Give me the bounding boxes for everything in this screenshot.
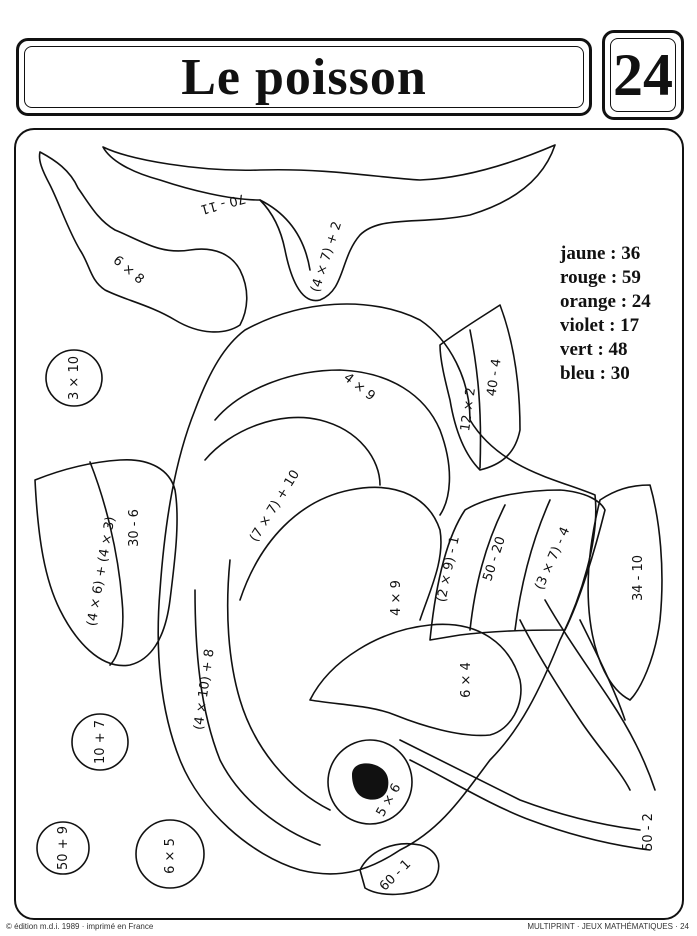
label-bubble-4: 6 × 5 [163,838,178,874]
cheek-region [309,623,522,737]
page-number-box: 24 [602,30,684,120]
footer-left: © édition m.d.i. 1989 · imprimé en Franc… [6,922,154,931]
tail-top-region [102,144,556,302]
label-tail-top: 70 - 11 [199,190,247,216]
page-title: Le poisson [181,48,427,106]
label-dorsal-a: 12 × 2 [458,387,479,433]
pupil [352,763,389,800]
page-number-box-inner: 24 [610,38,676,112]
label-bubble-1: 3 × 10 [67,356,82,400]
stripe-region [429,489,606,641]
weed-right-region [587,484,663,701]
label-fin-left-b: 30 - 6 [127,509,142,547]
tail-fin-region [38,151,248,333]
legend-row-vert: vert : 48 [560,339,628,360]
label-bubble-3: 50 + 9 [56,826,71,870]
label-bubble-2: 10 + 7 [93,720,108,764]
label-fin-left-a: (4 × 6) + (4 × 3) [85,516,119,628]
label-stripe-c: (3 × 7) - 4 [532,525,573,592]
fish-body-region [157,303,597,875]
bubble-3 [36,821,90,875]
dorsal-fin-region [439,304,521,471]
label-belly-band: (4 × 10) + 8 [191,648,217,731]
eye-region [327,739,413,825]
label-tail-fin: 6 × 8 [110,253,147,287]
label-body-upper: (7 × 7) + 10 [247,468,303,545]
label-tail-stem: (4 × 7) + 2 [308,220,345,294]
fin-left-region [34,459,178,667]
mouth-region [359,843,440,896]
label-seaweed-tip: 50 - 2 [641,813,656,851]
footer-right: MULTIPRINT · JEUX MATHÉMATIQUES · 24 [527,922,689,931]
legend-row-jaune: jaune : 36 [560,243,641,264]
label-dorsal-b: 40 - 4 [484,358,504,398]
label-cheek: 6 × 4 [459,662,474,698]
color-legend: jaune : 36 rouge : 59 orange : 24 violet… [560,242,651,386]
bubble-4 [135,819,205,889]
title-banner-inner: Le poisson [24,46,584,108]
bubble-1 [45,349,103,407]
label-stripe-a: (2 × 9) - 1 [434,535,463,604]
title-banner: Le poisson [16,38,592,116]
label-weed-right: 34 - 10 [631,555,646,601]
legend-row-orange: orange : 24 [560,291,651,312]
label-mouth: 60 - 1 [377,857,414,894]
page-number: 24 [613,41,673,108]
legend-row-violet: violet : 17 [560,315,640,336]
drawing-frame [14,128,684,920]
bubble-2 [71,713,129,771]
label-body-center: 4 × 9 [389,580,404,616]
legend-row-bleu: bleu : 30 [560,363,630,384]
legend-row-rouge: rouge : 59 [560,267,641,288]
